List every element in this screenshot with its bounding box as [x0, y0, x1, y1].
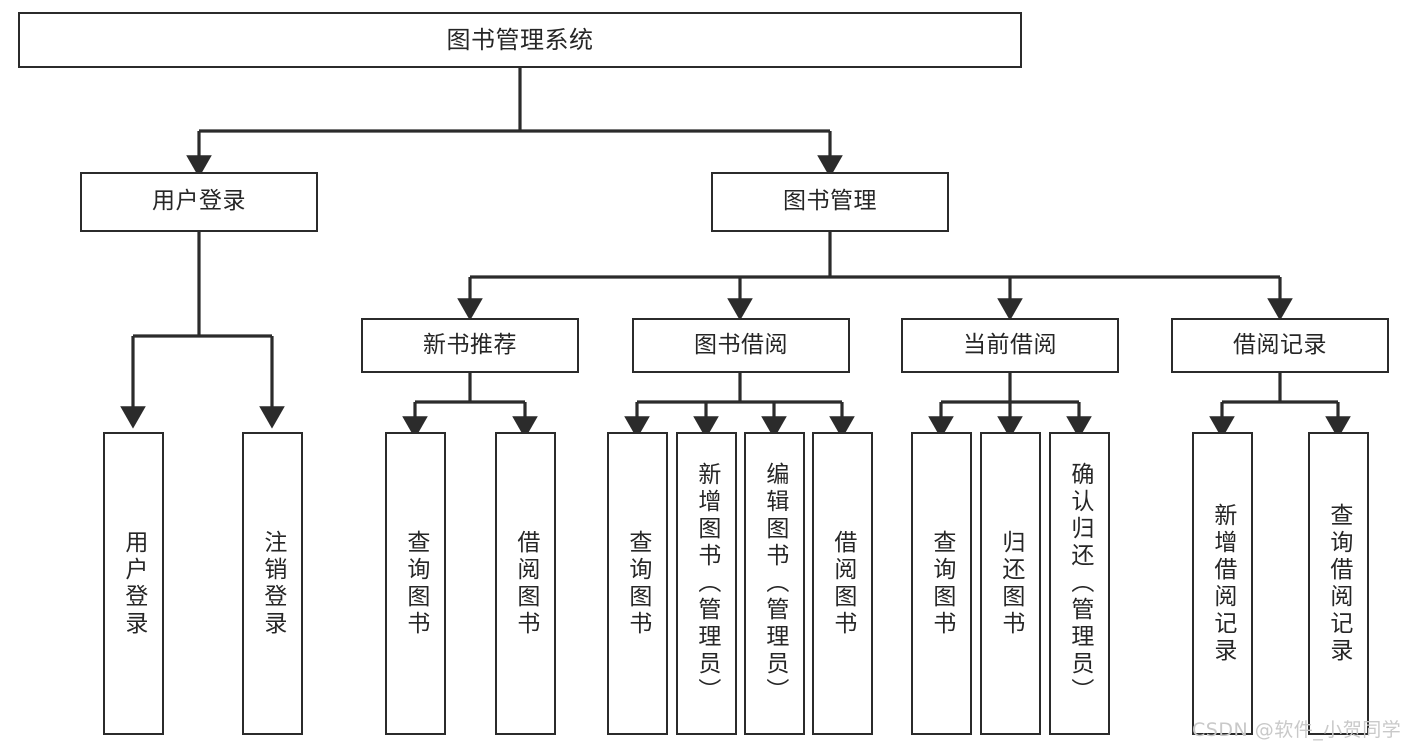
- leaf-user-login-logout[interactable]: 注销登录: [242, 432, 303, 735]
- node-borrow-record[interactable]: 借阅记录: [1171, 318, 1389, 373]
- node-label: 查询图书: [928, 529, 955, 638]
- node-label: 图书借阅: [694, 331, 788, 358]
- node-label: 图书管理系统: [446, 25, 594, 54]
- leaf-user-login-login[interactable]: 用户登录: [103, 432, 164, 735]
- leaf-current-borrow-query[interactable]: 查询图书: [911, 432, 972, 735]
- leaf-current-borrow-confirm-return-admin[interactable]: 确认归还（管理员）: [1049, 432, 1110, 735]
- node-label: 确认归还（管理员）: [1066, 462, 1093, 705]
- node-label: 图书管理: [783, 188, 877, 215]
- leaf-borrow-record-add[interactable]: 新增借阅记录: [1192, 432, 1253, 735]
- node-label: 新增借阅记录: [1209, 502, 1236, 665]
- leaf-borrow-record-query[interactable]: 查询借阅记录: [1308, 432, 1369, 735]
- node-label: 新书推荐: [423, 331, 517, 358]
- node-book-borrow[interactable]: 图书借阅: [632, 318, 850, 373]
- leaf-new-book-borrow[interactable]: 借阅图书: [495, 432, 556, 735]
- node-new-book-recommend[interactable]: 新书推荐: [361, 318, 579, 373]
- leaf-book-borrow-query[interactable]: 查询图书: [607, 432, 668, 735]
- leaf-new-book-query[interactable]: 查询图书: [385, 432, 446, 735]
- node-user-login[interactable]: 用户登录: [80, 172, 318, 232]
- node-label: 查询图书: [624, 529, 651, 638]
- node-label: 借阅记录: [1233, 331, 1327, 358]
- node-label: 查询图书: [402, 529, 429, 638]
- leaf-book-borrow-borrow[interactable]: 借阅图书: [812, 432, 873, 735]
- node-label: 查询借阅记录: [1325, 502, 1352, 665]
- leaf-current-borrow-return[interactable]: 归还图书: [980, 432, 1041, 735]
- node-label: 用户登录: [120, 529, 147, 638]
- node-label: 用户登录: [152, 188, 246, 215]
- node-book-management[interactable]: 图书管理: [711, 172, 949, 232]
- node-label: 当前借阅: [963, 331, 1057, 358]
- node-label: 借阅图书: [512, 529, 539, 638]
- node-label: 注销登录: [259, 529, 286, 638]
- node-root-book-management-system[interactable]: 图书管理系统: [18, 12, 1022, 68]
- node-label: 归还图书: [997, 529, 1024, 638]
- node-current-borrow[interactable]: 当前借阅: [901, 318, 1119, 373]
- node-label: 借阅图书: [829, 529, 856, 638]
- node-label: 编辑图书（管理员）: [761, 462, 788, 705]
- leaf-book-borrow-add-admin[interactable]: 新增图书（管理员）: [676, 432, 737, 735]
- leaf-book-borrow-edit-admin[interactable]: 编辑图书（管理员）: [744, 432, 805, 735]
- node-label: 新增图书（管理员）: [693, 462, 720, 705]
